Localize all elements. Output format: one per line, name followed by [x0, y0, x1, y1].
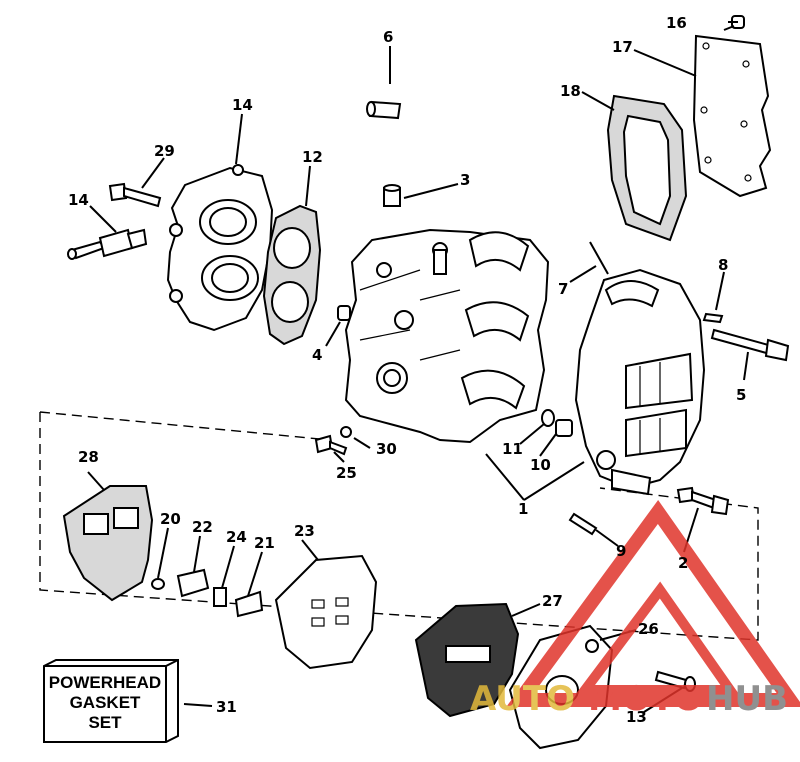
callout-16: 16	[666, 14, 687, 32]
callout-2: 2	[678, 554, 688, 572]
callout-5: 5	[736, 386, 746, 404]
box-line-2: GASKET	[70, 693, 141, 712]
gasket-set-box-31: POWERHEAD GASKET SET	[43, 659, 179, 743]
part-pin-9	[568, 512, 598, 536]
part-spark-plug-17	[67, 228, 148, 260]
part-cover-plate-18	[692, 34, 772, 198]
watermark-hub: HUB	[706, 679, 788, 719]
callout-14: 14	[232, 96, 253, 114]
part-reed-24	[213, 587, 227, 607]
part-gasket-27	[414, 602, 520, 718]
part-screw-20	[151, 578, 165, 590]
box-line-1: POWERHEAD	[49, 673, 161, 692]
callout-19: 18	[560, 82, 581, 100]
callout-22: 22	[192, 518, 213, 536]
part-sleeve-6	[366, 100, 402, 120]
callout-26: 26	[638, 620, 659, 638]
part-screw-25	[314, 434, 348, 456]
part-bolt-5	[710, 328, 790, 362]
part-pin-8	[702, 312, 724, 324]
callout-30: 30	[376, 440, 397, 458]
callout-11: 11	[502, 440, 523, 458]
callout-17: 14	[68, 191, 89, 209]
callout-3: 3	[460, 171, 470, 189]
callout-27: 27	[542, 592, 563, 610]
part-crankcase-cover	[574, 268, 706, 496]
part-pin-4	[337, 305, 351, 321]
callout-18: 17	[612, 38, 633, 56]
part-bolt-2	[676, 486, 730, 516]
callout-31: 31	[216, 698, 237, 716]
callout-29: 29	[154, 142, 175, 160]
callout-12: 12	[302, 148, 323, 166]
callout-10: 10	[530, 456, 551, 474]
box-line-3: SET	[88, 713, 122, 732]
part-reed-gasket-28	[62, 485, 154, 602]
callout-25: 25	[336, 464, 357, 482]
part-cover-gasket-19	[606, 94, 688, 242]
part-cylinder-head-14	[166, 164, 274, 332]
leader-lines	[87, 21, 749, 713]
callout-8: 8	[718, 256, 728, 274]
part-reed-stop-22	[176, 568, 210, 598]
callout-6: 6	[383, 28, 393, 46]
callout-labels: 6 3 16 17 18 14 29 14 12 4 7 8 5 30 25 1…	[68, 14, 746, 726]
part-head-gasket-12	[262, 204, 322, 346]
callout-24: 24	[226, 528, 247, 546]
part-washer-11	[541, 409, 555, 427]
callout-13: 13	[626, 708, 647, 726]
part-washer-30	[340, 426, 352, 438]
callout-28: 28	[78, 448, 99, 466]
watermark-moto: MOTO	[588, 679, 703, 719]
assembly-outline	[39, 411, 759, 641]
part-bolt-29	[108, 182, 162, 208]
watermark-auto: AUTO	[470, 679, 575, 719]
part-pin-7	[589, 241, 609, 275]
callout-23: 23	[294, 522, 315, 540]
callout-9: 9	[616, 542, 626, 560]
part-reed-21	[234, 590, 264, 618]
watermark-logo: AUTO MOTO HUB	[470, 499, 800, 719]
part-cylinder-block	[344, 228, 550, 444]
callout-4: 4	[312, 346, 322, 364]
part-reed-plate-23	[274, 554, 378, 670]
callout-20: 20	[160, 510, 181, 528]
part-bushing-10	[555, 419, 573, 437]
callout-21: 21	[254, 534, 275, 552]
part-plug-3	[383, 184, 401, 207]
callout-7: 7	[558, 280, 568, 298]
callout-1: 1	[518, 500, 528, 518]
